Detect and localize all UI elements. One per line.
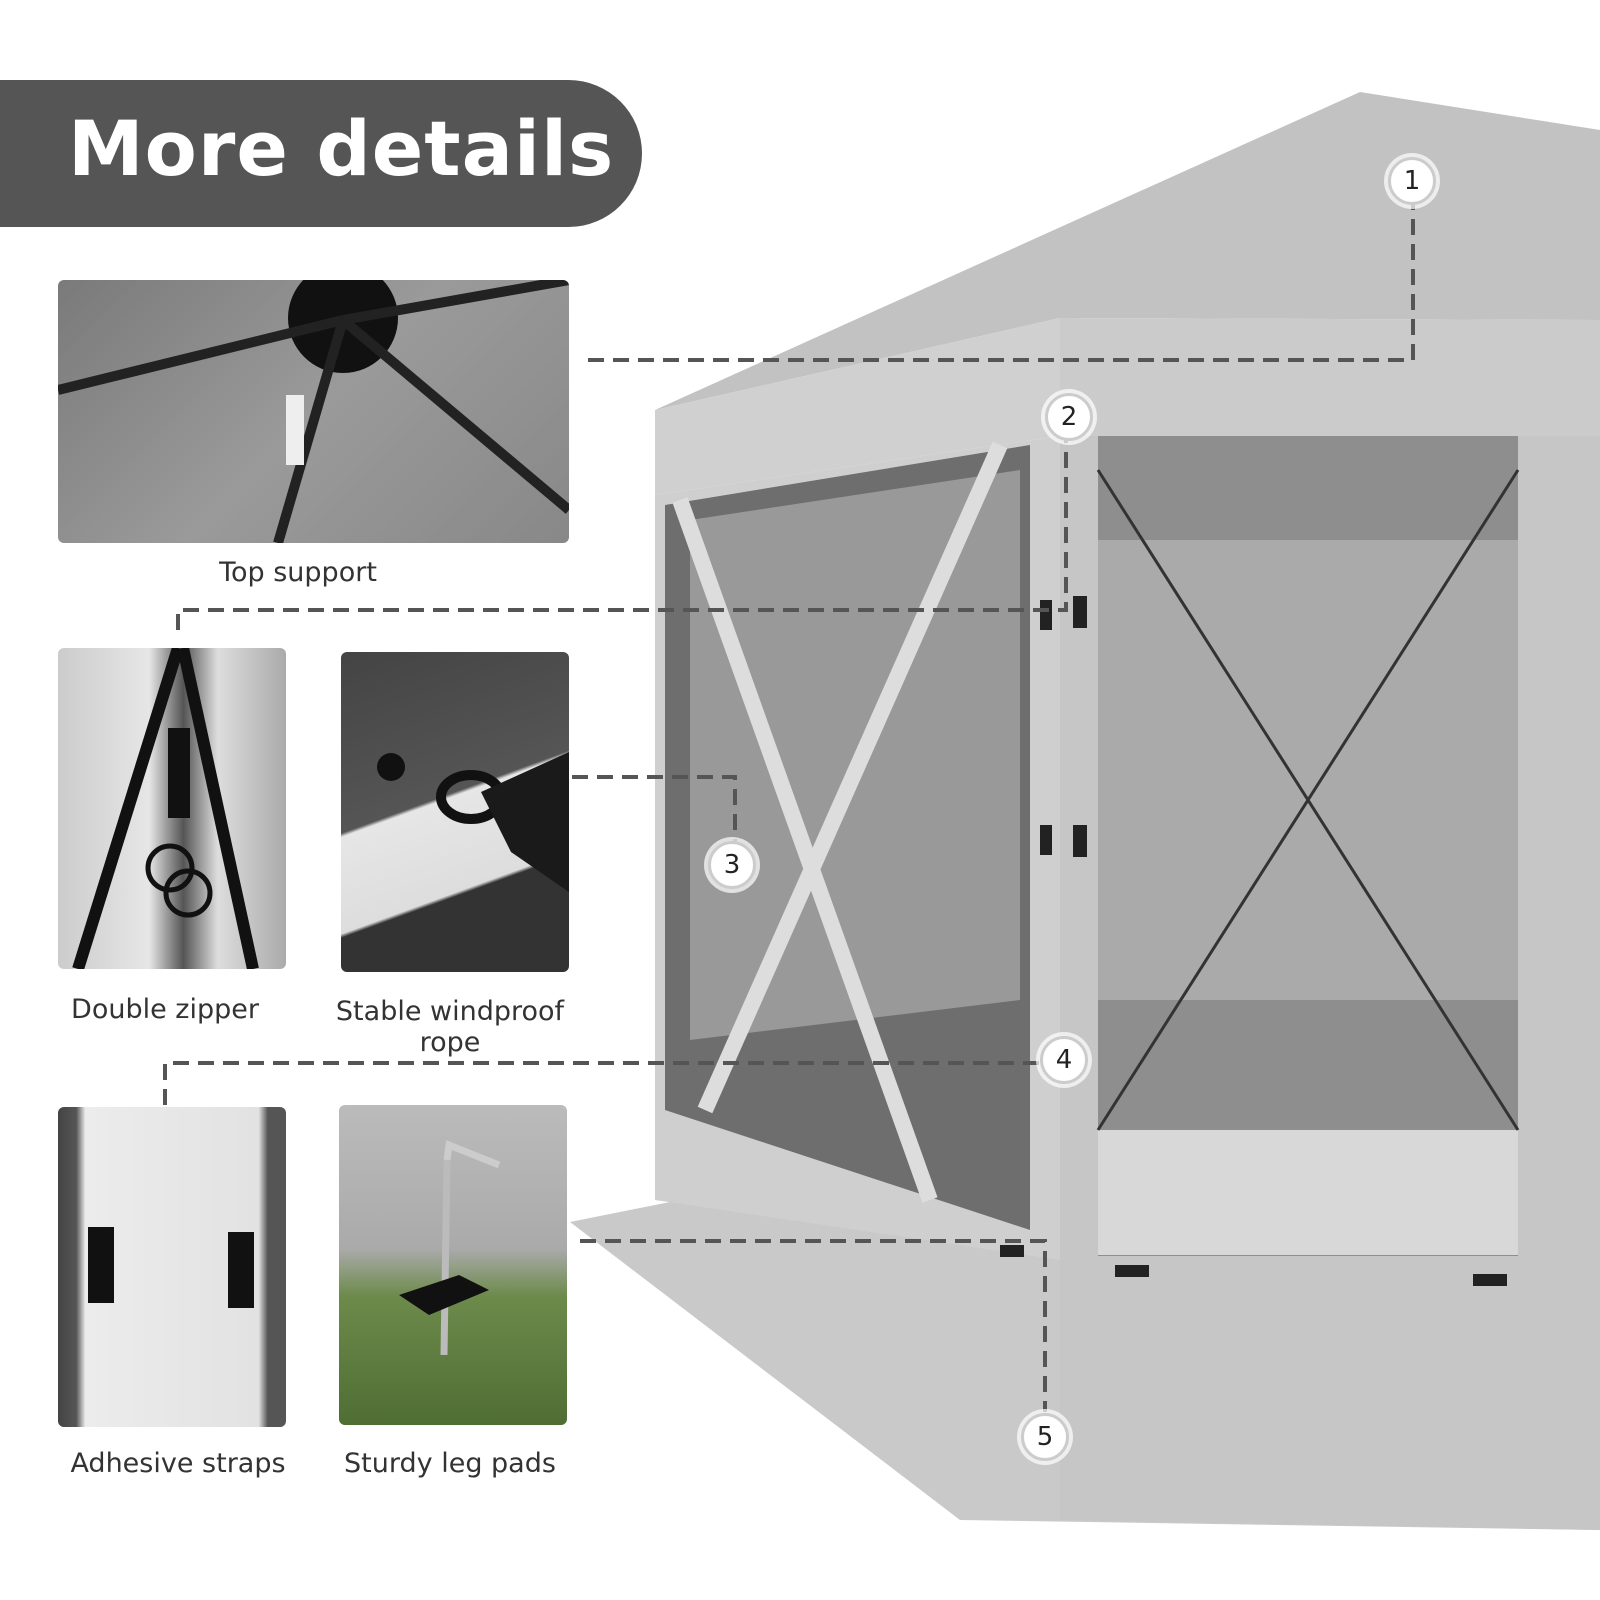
photo-windproof-rope <box>341 652 569 972</box>
callout-4: 4 <box>1040 1036 1088 1084</box>
caption-windproof-rope: Stable windproof rope <box>335 996 565 1058</box>
photo-double-zipper <box>58 648 286 969</box>
photo-top-support <box>58 280 569 543</box>
caption-double-zipper: Double zipper <box>71 994 259 1025</box>
header-banner: More details <box>0 80 642 227</box>
photo-adhesive-straps <box>58 1107 286 1427</box>
callout-2: 2 <box>1045 393 1093 441</box>
page-title: More details <box>68 104 615 193</box>
caption-adhesive-straps: Adhesive straps <box>70 1448 286 1479</box>
callout-1: 1 <box>1388 157 1436 205</box>
caption-top-support: Top support <box>219 557 377 588</box>
callout-3: 3 <box>708 841 756 889</box>
photo-leg-pads <box>339 1105 567 1425</box>
caption-leg-pads: Sturdy leg pads <box>344 1448 556 1479</box>
callout-5: 5 <box>1021 1413 1069 1461</box>
